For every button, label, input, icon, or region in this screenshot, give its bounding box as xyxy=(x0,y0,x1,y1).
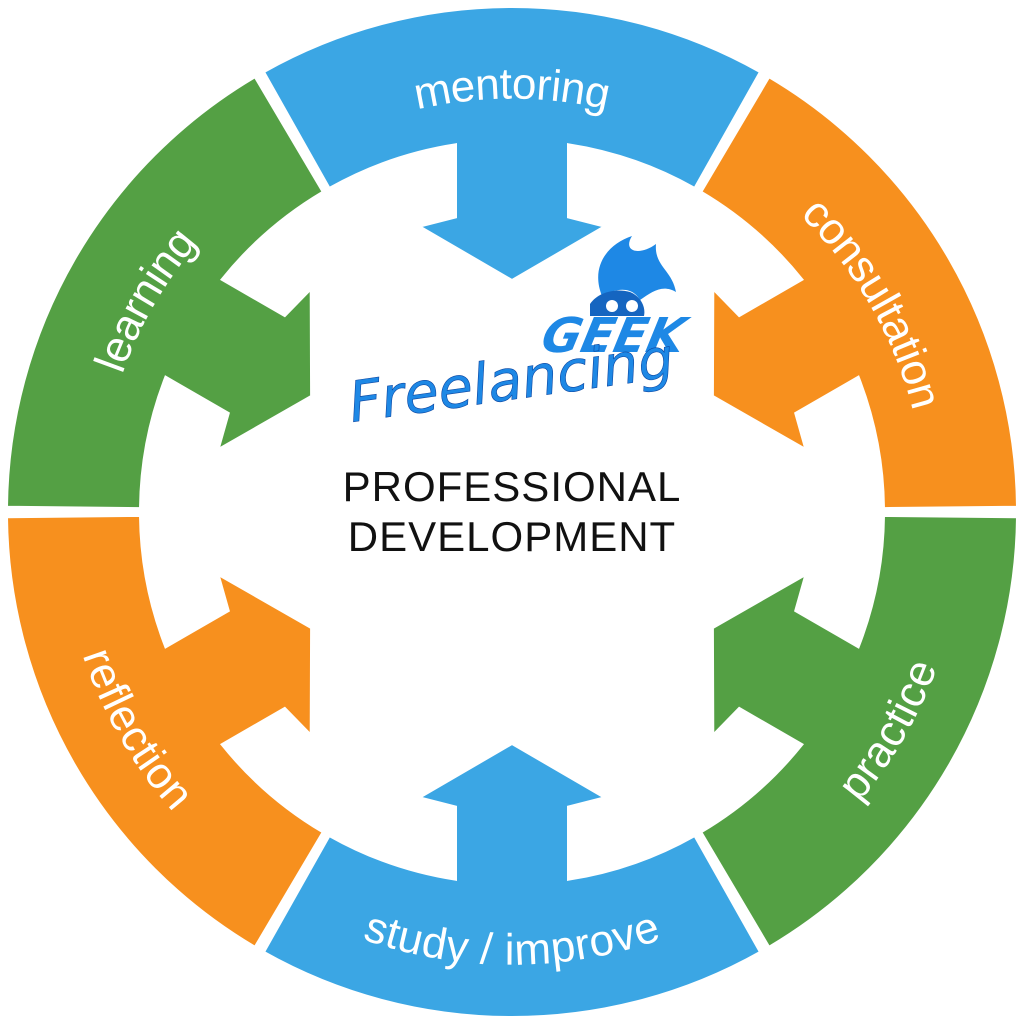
center-title-line-1: PROFESSIONAL xyxy=(342,463,682,510)
segment-study-improve xyxy=(262,742,762,1019)
segments-layer xyxy=(5,5,1019,1019)
segment-reflection xyxy=(5,514,324,949)
logo-word-freelancing: Freelancing xyxy=(345,326,678,436)
segment-consultation xyxy=(700,75,1019,510)
segment-learning xyxy=(5,75,324,510)
center-title: PROFESSIONAL DEVELOPMENT xyxy=(212,462,812,562)
logo-word-geek: GEEK xyxy=(537,308,694,363)
hair-flame-mascot-icon xyxy=(590,236,676,316)
center-title-line-2: DEVELOPMENT xyxy=(347,513,677,560)
freelancing-geek-logo: GEEK Freelancing xyxy=(345,236,694,436)
segment-practice xyxy=(700,514,1019,949)
segment-mentoring xyxy=(262,5,762,282)
